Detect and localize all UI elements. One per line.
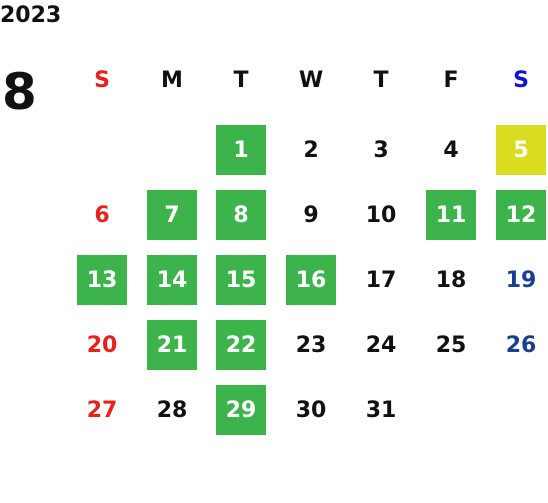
calendar-day[interactable]: 8 (216, 190, 266, 240)
calendar-month: 8 (2, 63, 37, 121)
weekday-header: F (443, 67, 459, 93)
calendar-day[interactable]: 23 (295, 332, 327, 358)
calendar-day[interactable]: 26 (505, 332, 537, 358)
calendar-day[interactable]: 6 (94, 202, 110, 228)
calendar-day[interactable]: 3 (373, 137, 389, 163)
calendar-day[interactable]: 29 (216, 385, 266, 435)
calendar-day[interactable]: 28 (156, 397, 188, 423)
calendar-day[interactable]: 16 (286, 255, 336, 305)
weekday-header: S (513, 67, 529, 93)
calendar-day[interactable]: 11 (426, 190, 476, 240)
weekday-header: M (161, 67, 183, 93)
calendar-year: 2023 (0, 3, 62, 28)
calendar-day[interactable]: 1 (216, 125, 266, 175)
calendar-day[interactable]: 25 (435, 332, 467, 358)
calendar-day[interactable]: 24 (365, 332, 397, 358)
calendar-day[interactable]: 30 (295, 397, 327, 423)
calendar-day[interactable]: 4 (443, 137, 459, 163)
calendar-day[interactable]: 18 (435, 267, 467, 293)
calendar-day[interactable]: 10 (365, 202, 397, 228)
calendar-day[interactable]: 17 (365, 267, 397, 293)
calendar-day[interactable]: 21 (147, 320, 197, 370)
weekday-header: T (233, 67, 249, 93)
calendar-day[interactable]: 7 (147, 190, 197, 240)
calendar-day[interactable]: 19 (505, 267, 537, 293)
weekday-header: W (298, 67, 324, 93)
calendar-day[interactable]: 13 (77, 255, 127, 305)
calendar-day[interactable]: 9 (303, 202, 319, 228)
calendar-day[interactable]: 31 (365, 397, 397, 423)
calendar-day[interactable]: 22 (216, 320, 266, 370)
weekday-header: T (373, 67, 389, 93)
calendar-day[interactable]: 5 (496, 125, 546, 175)
calendar-day[interactable]: 2 (303, 137, 319, 163)
weekday-header: S (94, 67, 110, 93)
calendar-day[interactable]: 20 (86, 332, 118, 358)
calendar-day[interactable]: 27 (86, 397, 118, 423)
calendar-day[interactable]: 15 (216, 255, 266, 305)
calendar-day[interactable]: 14 (147, 255, 197, 305)
calendar-day[interactable]: 12 (496, 190, 546, 240)
